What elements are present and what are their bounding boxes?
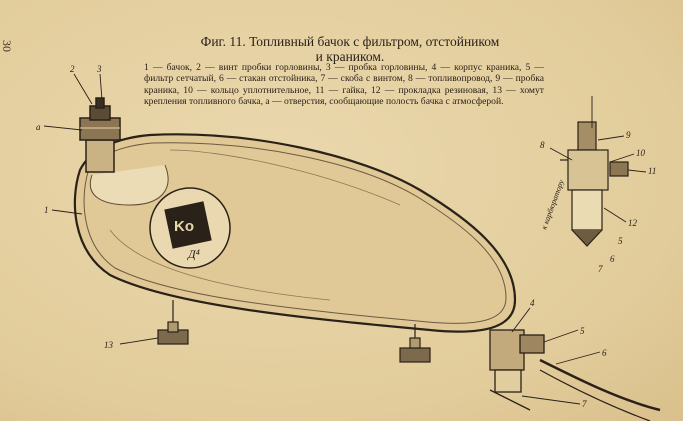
model-marking: Д⁴: [187, 247, 200, 261]
filler-cap: [79, 97, 121, 173]
brand-logo-text: Ko: [174, 218, 194, 235]
label-inset-7: 7: [598, 264, 603, 274]
label-13: 13: [104, 340, 114, 350]
mounting-clamp-left: [157, 300, 189, 345]
label-inset-6: 6: [610, 254, 615, 264]
figure-title-line-2: и краником.: [315, 49, 385, 64]
fuel-tap-assembly: [489, 329, 661, 421]
mounting-clamp-right: [399, 324, 431, 363]
label-8: 8: [540, 140, 545, 150]
figure-title-line-1: Фиг. 11. Топливный бачок с фильтром, отс…: [200, 34, 500, 49]
label-7: 7: [582, 399, 587, 409]
tank-bulge: [89, 164, 169, 206]
label-4: 4: [530, 298, 535, 308]
label-6: 6: [602, 348, 607, 358]
brand-emblem: Ko Д⁴: [149, 187, 231, 269]
to-carburetor-label: к карбюратору: [539, 178, 565, 231]
label-1: 1: [44, 205, 49, 215]
fuel-tank-body: [73, 133, 517, 333]
label-a: а: [36, 122, 41, 132]
label-inset-5: 5: [618, 236, 623, 246]
label-10: 10: [636, 148, 646, 158]
label-12: 12: [628, 218, 638, 228]
fuel-tap-section-inset: [560, 121, 629, 247]
label-11: 11: [648, 166, 656, 176]
figure-caption: 1 — бачок, 2 — винт пробки горловины, 3 …: [144, 62, 544, 107]
figure-title: Фиг. 11. Топливный бачок с фильтром, отс…: [150, 34, 550, 64]
label-3: 3: [96, 64, 102, 74]
label-2: 2: [70, 64, 75, 74]
label-9: 9: [626, 130, 631, 140]
leader-lines: [43, 73, 647, 405]
label-5: 5: [580, 326, 585, 336]
